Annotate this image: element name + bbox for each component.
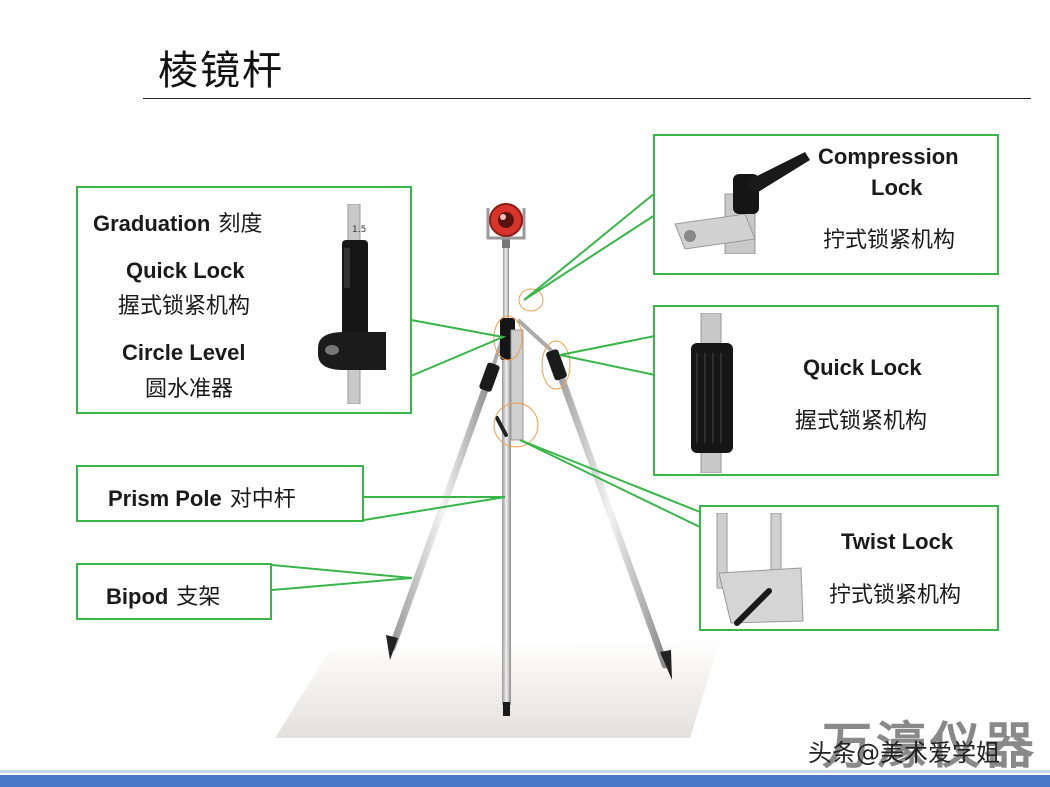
callout-graduation-box: Graduation 刻度 Quick Lock 握式锁紧机构 Circle Le… [76,186,412,414]
title-divider [143,98,1031,99]
pole-upper [503,245,509,325]
bottom-bar [0,775,1050,787]
watermark-source: 头条@美术爱学姐 [808,739,1000,767]
label-prism-pole: Prism Pole 对中杆 [108,481,296,513]
quick-lock-closeup: 1.5 [318,204,386,404]
highlight-twist-lock [493,402,539,448]
page-title: 棱镜杆 [158,48,284,94]
label-circle-level: Circle Level [122,340,246,365]
pole-lower [502,360,511,705]
bipod-zh: 支架 [176,585,221,610]
leader-compression [523,192,656,301]
bipod-grip-left [479,362,500,392]
graduation-en: Graduation [93,211,211,236]
label-twist-lock-zh: 拧式锁紧机构 [829,583,962,608]
bipod-leg-left [388,366,496,652]
label-graduation: Graduation 刻度 [93,206,262,238]
leader-prism-pole [363,496,506,521]
leader-quick-lock-right [559,335,656,376]
callout-quick-lock-right-box: Quick Lock 握式锁紧机构 [653,305,999,476]
label-quick-lock-left: Quick Lock [126,258,245,283]
bipod-foot-right [660,650,672,680]
highlight-quick-lock [493,315,523,361]
twist-lock-closeup [716,513,804,626]
bottom-accent-line [0,770,1050,773]
bipod-leg-right [551,356,669,669]
graduation-zh: 刻度 [218,212,263,237]
floor-shadow [275,640,720,738]
leader-bipod [271,564,413,591]
pole-tip [503,702,510,716]
label-quick-lock-left-zh: 握式锁紧机构 [118,294,251,319]
bipod-en: Bipod [106,584,169,609]
watermark-brand: 万濠仪器 [822,717,1038,775]
prism-pole-zh: 对中杆 [229,487,296,512]
callout-prism-pole-box: Prism Pole 对中杆 [76,465,364,522]
svg-text:1.5: 1.5 [352,225,366,235]
bipod-grip-right [546,349,567,381]
label-quick-lock-right-zh: 握式锁紧机构 [795,409,928,434]
callout-compression-lock-box: Compression Lock 拧式锁紧机构 [653,134,999,275]
callout-bipod-box: Bipod 支架 [76,563,272,620]
highlight-grip-right [541,340,571,390]
callout-twist-lock-box: Twist Lock 拧式锁紧机构 [699,505,999,631]
leader-twist-lock [519,439,701,528]
highlight-compression [518,288,544,312]
bipod-foot-left [386,635,398,660]
label-compression-line1: Compression [818,144,959,169]
quick-lock-right-closeup [691,313,733,473]
compression-lock-closeup [674,152,810,254]
label-bipod: Bipod 支架 [106,579,220,611]
label-quick-lock-right: Quick Lock [803,355,922,380]
leader-quick-lock [410,319,507,377]
twist-lock-lever [495,416,508,437]
label-circle-level-zh: 圆水准器 [145,377,234,402]
label-twist-lock: Twist Lock [841,529,954,554]
label-compression-line2: Lock [871,175,923,200]
label-compression-zh: 拧式锁紧机构 [823,228,956,253]
prism-pole-en: Prism Pole [108,486,222,511]
